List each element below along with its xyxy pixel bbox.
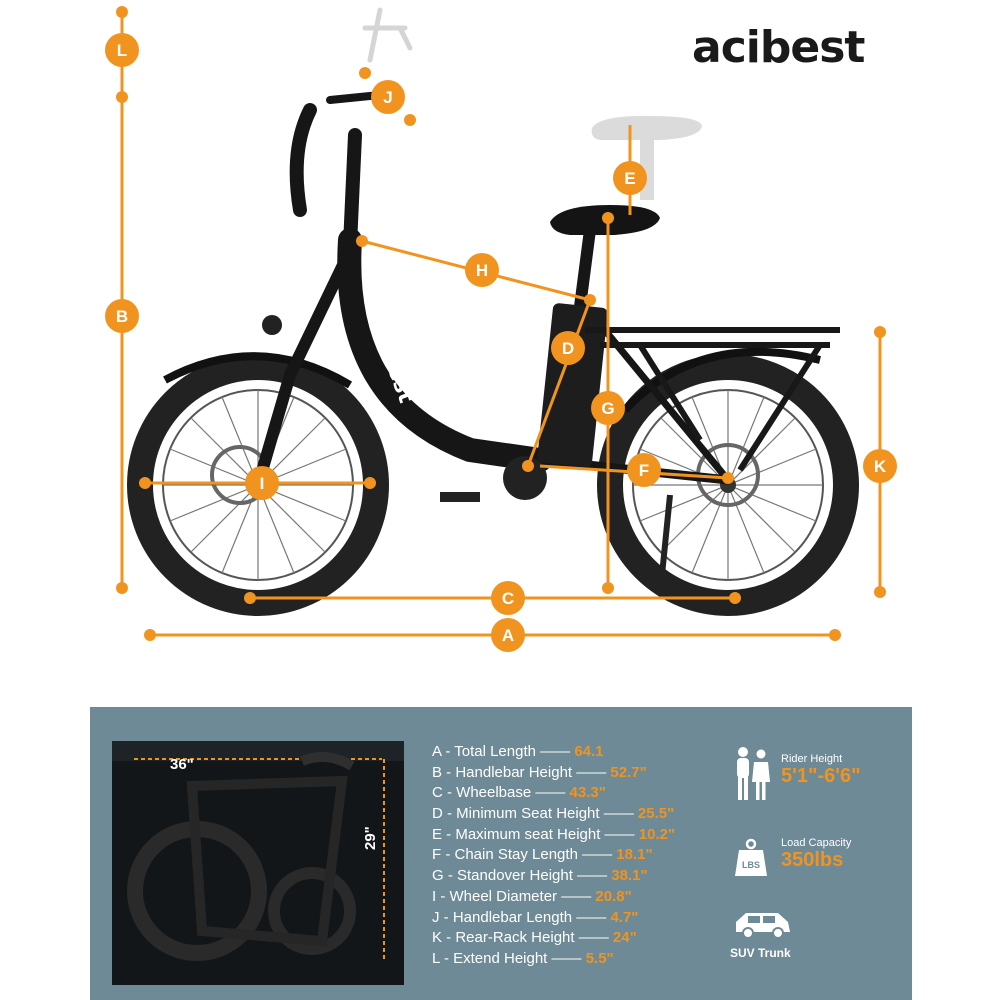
svg-text:B: B xyxy=(116,307,128,326)
rider-height-label: Rider Height xyxy=(781,753,843,765)
folded-height-label: 29" xyxy=(362,826,379,850)
marker-B: B xyxy=(105,299,139,333)
marker-L: L xyxy=(105,33,139,67)
spec-list: A - Total Length —— 64.1 B - Handlebar H… xyxy=(432,742,675,970)
bike-frame xyxy=(252,91,733,491)
brand-logo: acibest xyxy=(692,22,865,73)
rider-height-value: 5'1"-6'6" xyxy=(781,765,861,787)
svg-text:D: D xyxy=(562,339,574,358)
svg-text:F: F xyxy=(639,461,649,480)
marker-G: G xyxy=(591,391,625,425)
dimension-endpoints xyxy=(116,6,886,641)
weight-icon: LBS xyxy=(733,838,769,883)
svg-text:E: E xyxy=(624,169,635,188)
dimension-lines xyxy=(120,12,882,637)
svg-text:K: K xyxy=(874,457,887,476)
marker-A: A xyxy=(491,618,525,652)
spec-row-E: E - Maximum seat Height —— 10.2" xyxy=(432,825,676,843)
svg-text:L: L xyxy=(117,41,127,60)
rear-fender xyxy=(622,347,821,413)
headlight xyxy=(262,315,282,335)
extended-handlebar-ghost xyxy=(362,7,413,63)
folded-bike-photo xyxy=(112,741,404,985)
suv-icon xyxy=(732,910,794,945)
extended-seat-ghost xyxy=(591,115,702,200)
marker-K: K xyxy=(863,449,897,483)
marker-D: D xyxy=(551,331,585,365)
spec-row-C: C - Wheelbase —— 43.3" xyxy=(432,784,606,802)
load-capacity-block: Load Capacity 350lbs xyxy=(781,837,851,872)
spec-row-D: D - Minimum Seat Height —— 25.5" xyxy=(432,805,675,823)
spec-row-J: J - Handlebar Length —— 4.7" xyxy=(432,908,639,926)
folded-width-label: 36" xyxy=(170,756,194,773)
pedal xyxy=(440,492,480,502)
spec-row-B: B - Handlebar Height —— 52.7" xyxy=(432,763,647,781)
marker-I: I xyxy=(245,466,279,500)
marker-E: E xyxy=(613,161,647,195)
load-capacity-value: 350lbs xyxy=(781,849,844,871)
rear-rack xyxy=(585,327,840,472)
spec-row-G: G - Standover Height —— 38.1" xyxy=(432,867,648,885)
load-capacity-label: Load Capacity xyxy=(781,837,852,849)
marker-J: J xyxy=(371,80,405,114)
svg-text:G: G xyxy=(601,399,614,418)
svg-text:J: J xyxy=(383,88,392,107)
spec-row-K: K - Rear-Rack Height —— 24" xyxy=(432,929,637,947)
spec-row-F: F - Chain Stay Length —— 18.1" xyxy=(432,846,653,864)
spec-row-I: I - Wheel Diameter —— 20.8" xyxy=(432,887,632,905)
marker-F: F xyxy=(627,453,661,487)
marker-H: H xyxy=(465,253,499,287)
front-fender xyxy=(163,352,353,389)
rider-icon xyxy=(732,746,772,807)
crank xyxy=(503,456,547,500)
svg-text:I: I xyxy=(260,474,265,493)
svg-text:A: A xyxy=(502,626,514,645)
suv-trunk-label: SUV Trunk xyxy=(730,946,791,960)
kickstand xyxy=(657,494,673,596)
svg-text:LBS: LBS xyxy=(742,860,760,870)
spec-row-A: A - Total Length —— 64.1 xyxy=(432,743,604,760)
svg-text:C: C xyxy=(502,589,514,608)
bike-dimension-diagram: acibest L B J E H D G F I K C A xyxy=(105,6,897,652)
rider-height-block: Rider Height 5'1"-6'6" xyxy=(781,753,861,788)
marker-C: C xyxy=(491,581,525,615)
svg-text:H: H xyxy=(476,261,488,280)
spec-row-L: L - Extend Height —— 5.5" xyxy=(432,949,614,967)
